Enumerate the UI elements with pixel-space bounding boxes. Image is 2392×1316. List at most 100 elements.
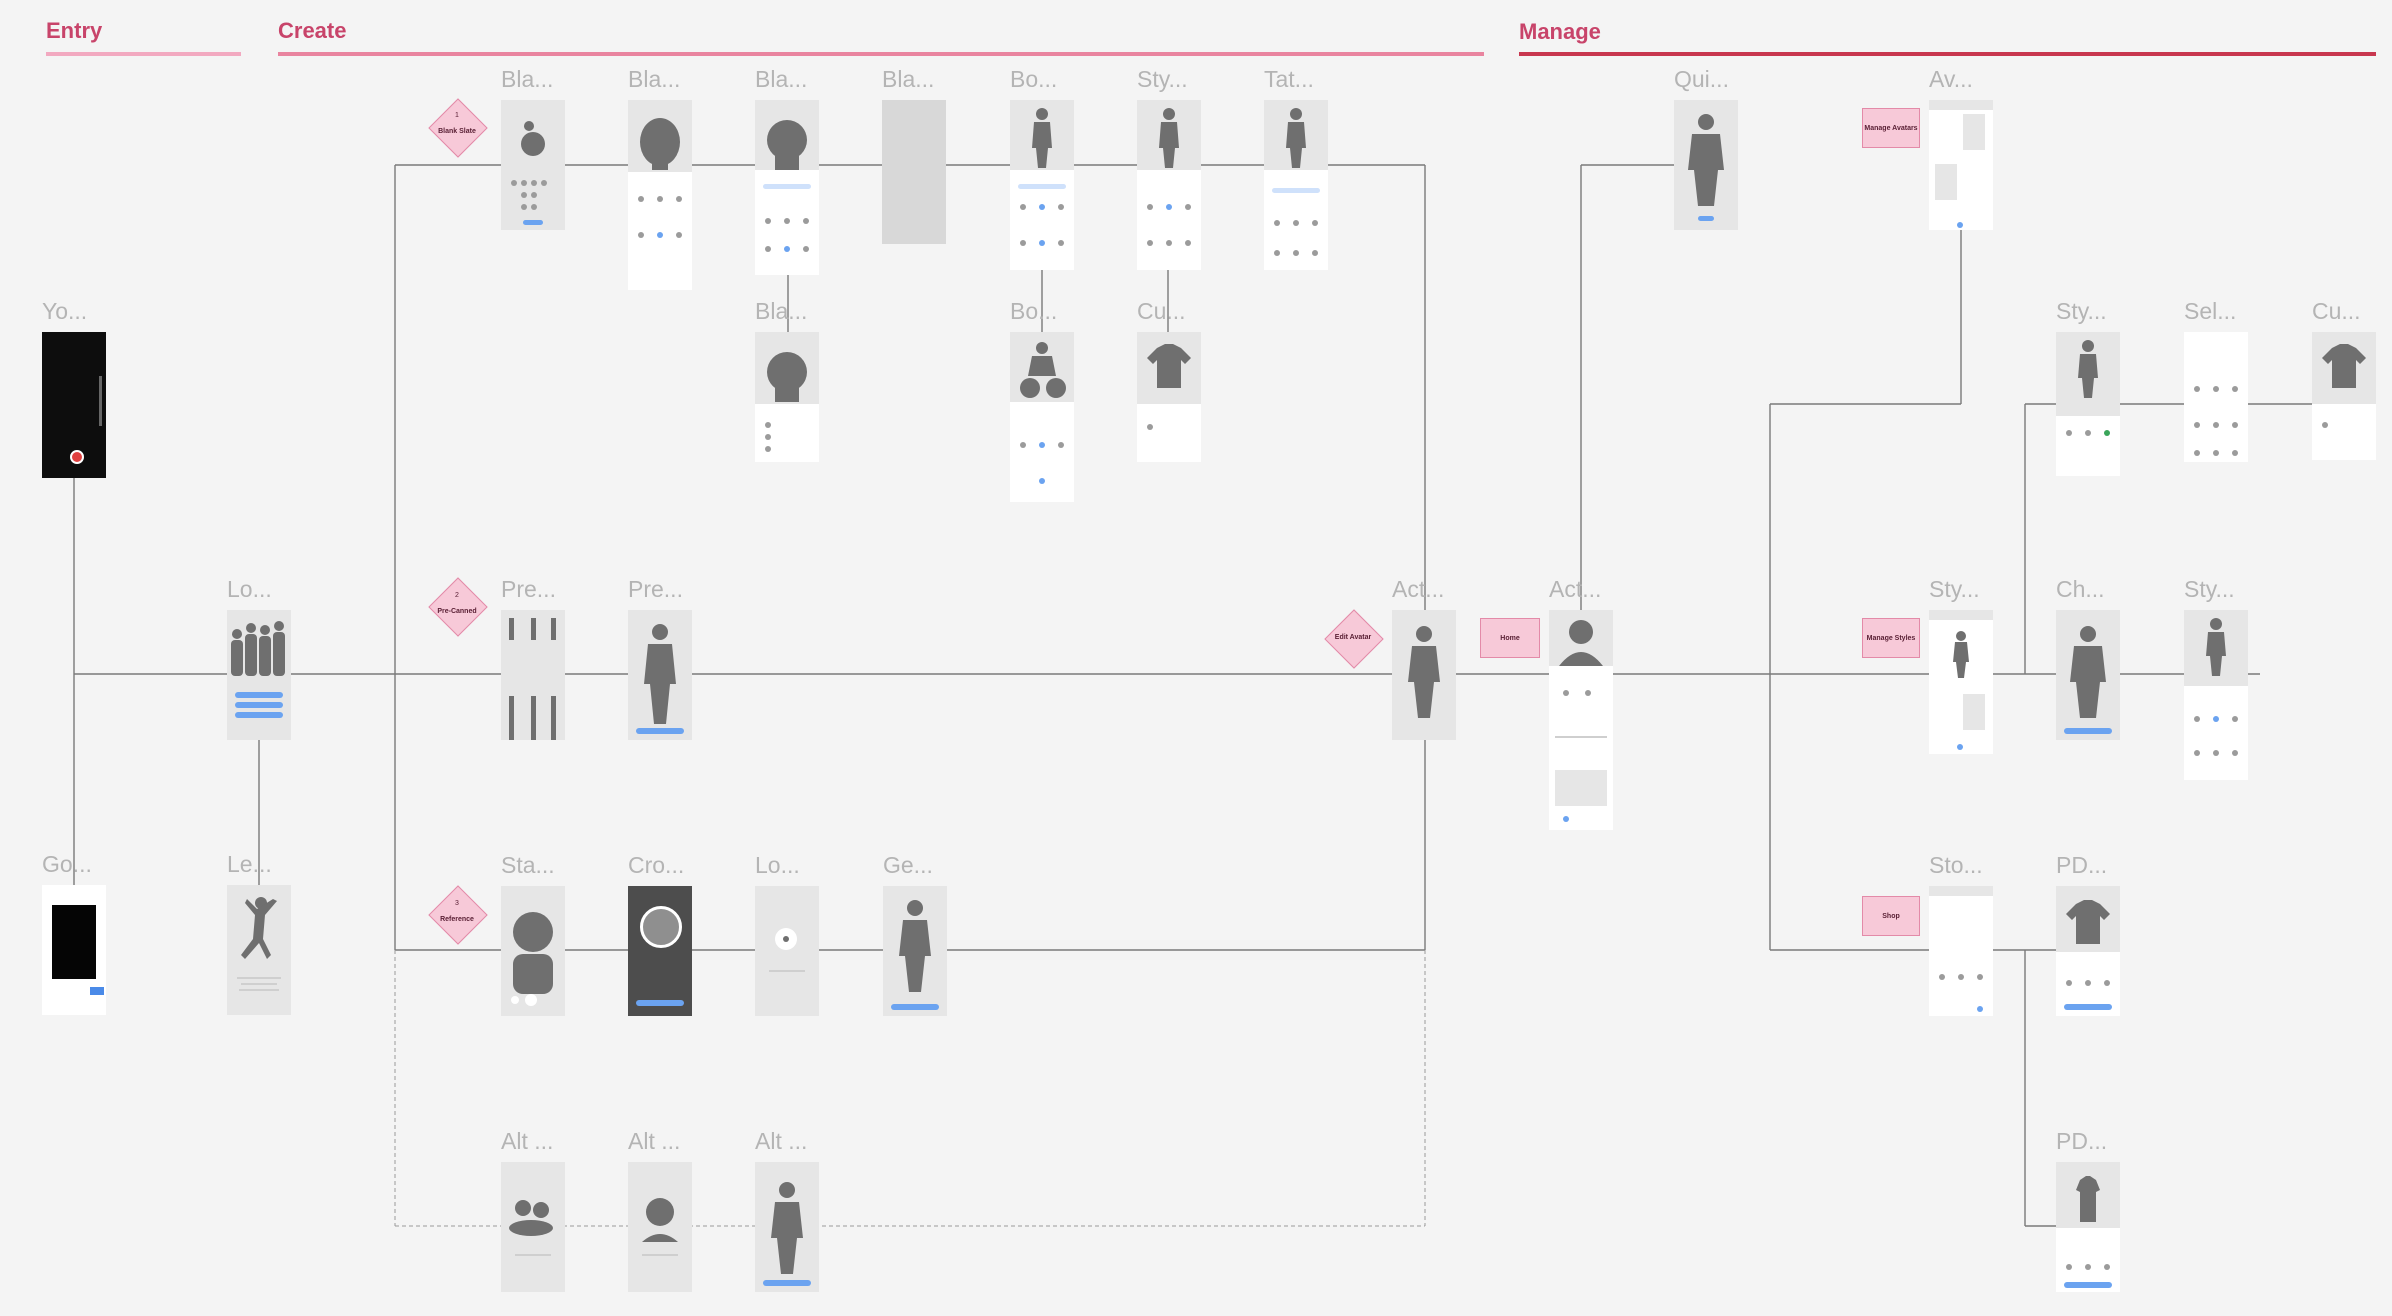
head-shape-screen[interactable] (628, 100, 692, 290)
cta-button (235, 692, 283, 698)
person-icon (1929, 624, 1993, 684)
style-manage-screen-2[interactable] (1929, 610, 1993, 754)
blank-slate-screen[interactable] (501, 100, 565, 230)
crop-circle-icon (640, 906, 682, 948)
person-icon (1264, 100, 1328, 170)
loading-screen[interactable] (755, 886, 819, 1016)
frame-title: Sto... (1929, 852, 1983, 879)
gallery-screen[interactable] (42, 885, 106, 1015)
custom-item-screen[interactable] (1137, 332, 1201, 462)
options-panel (2312, 404, 2376, 460)
spinner-core (783, 936, 789, 942)
confirm-button (763, 1280, 811, 1286)
select-item-screen[interactable] (2184, 332, 2248, 462)
next-button (523, 220, 543, 225)
cta-button (235, 712, 283, 718)
avatar-home-screen[interactable] (1549, 610, 1613, 830)
frame-title: Alt ... (501, 1128, 553, 1155)
frame-title: Act... (1549, 576, 1601, 603)
home-panel (1549, 666, 1613, 830)
frame-title: Ge... (883, 852, 933, 879)
toolbar-strip (99, 376, 102, 426)
placeholder-screen[interactable] (882, 100, 946, 244)
quick-switch-screen[interactable] (1674, 100, 1738, 230)
frame-title: Bo... (1010, 66, 1057, 93)
hair-detail-screen[interactable] (755, 332, 819, 462)
alt-screen-3[interactable] (755, 1162, 819, 1292)
style-card (1963, 694, 1985, 730)
frame-title: Alt ... (628, 1128, 680, 1155)
precanned-preview-screen[interactable] (628, 610, 692, 740)
body-detail-screen[interactable] (1010, 332, 1074, 502)
shutter-icon (511, 996, 519, 1004)
change-style-screen[interactable] (2056, 610, 2120, 740)
style-manage-screen-3[interactable] (2184, 610, 2248, 780)
store-panel (1929, 896, 1993, 1016)
jumping-person-icon (227, 889, 291, 979)
head-icon (628, 100, 692, 170)
frame-title: Lo... (227, 576, 272, 603)
decision-number: 1 (450, 112, 464, 119)
frame-title: Qui... (1674, 66, 1729, 93)
frame-title: Sty... (1137, 66, 1188, 93)
frame-title: Cro... (628, 852, 684, 879)
alt-screen-1[interactable] (501, 1162, 565, 1292)
tshirt-icon (2056, 1170, 2120, 1230)
alt-screen-2[interactable] (628, 1162, 692, 1292)
frame-title: PD... (2056, 852, 2107, 879)
decision-label: Pre-Canned (422, 608, 492, 615)
product-panel (2056, 1228, 2120, 1292)
avatar-card (1963, 114, 1985, 150)
frame-title: Pre... (628, 576, 683, 603)
tattoo-screen[interactable] (1264, 100, 1328, 270)
styles-panel (1929, 620, 1993, 754)
store-screen[interactable] (1929, 886, 1993, 1016)
person-icon (883, 894, 947, 1004)
style-screen[interactable] (1137, 100, 1201, 270)
frame-title: PD... (2056, 1128, 2107, 1155)
person-icon (1010, 100, 1074, 170)
body-text-line (239, 989, 279, 991)
head-icon (755, 332, 819, 402)
camera-screen[interactable] (42, 332, 106, 478)
generated-avatar-screen[interactable] (883, 886, 947, 1016)
product-detail-screen-1[interactable] (2056, 886, 2120, 1016)
capture-icon (525, 994, 537, 1006)
style-manage-screen-1[interactable] (2056, 332, 2120, 476)
body-type-screen[interactable] (1010, 100, 1074, 270)
options-panel (755, 170, 819, 275)
person-icon (628, 618, 692, 728)
precanned-grid-screen[interactable] (501, 610, 565, 740)
frame-title: Sty... (2056, 298, 2107, 325)
avatars-panel (1929, 110, 1993, 230)
frame-title: Bla... (882, 66, 934, 93)
frame-title: Cu... (1137, 298, 1186, 325)
confirm-button (1698, 216, 1714, 221)
frame-title: Ch... (2056, 576, 2105, 603)
frame-title: Go... (42, 851, 92, 878)
note-home: Home (1480, 618, 1540, 658)
custom-manage-screen[interactable] (2312, 332, 2376, 460)
product-detail-screen-2[interactable] (2056, 1162, 2120, 1292)
landing-screen[interactable] (227, 610, 291, 740)
active-avatar-screen[interactable] (1392, 610, 1456, 740)
person-icon (1137, 100, 1201, 170)
avatars-list-screen[interactable] (1929, 100, 1993, 230)
selfie-start-screen[interactable] (501, 886, 565, 1016)
options-panel (628, 172, 692, 290)
confirm-button (636, 1000, 684, 1006)
person-icon (1674, 106, 1738, 216)
crop-screen[interactable] (628, 886, 692, 1016)
avatar-head-icon (1549, 610, 1613, 666)
frame-title: Yo... (42, 298, 87, 325)
options-panel (1010, 170, 1074, 270)
frame-title: Sel... (2184, 298, 2236, 325)
body-text-line (642, 1254, 678, 1256)
options-panel (1137, 404, 1201, 462)
decision-number: 2 (450, 592, 464, 599)
options-panel (1137, 170, 1201, 270)
learn-screen[interactable] (227, 885, 291, 1015)
hair-screen[interactable] (755, 100, 819, 275)
frame-title: Pre... (501, 576, 556, 603)
